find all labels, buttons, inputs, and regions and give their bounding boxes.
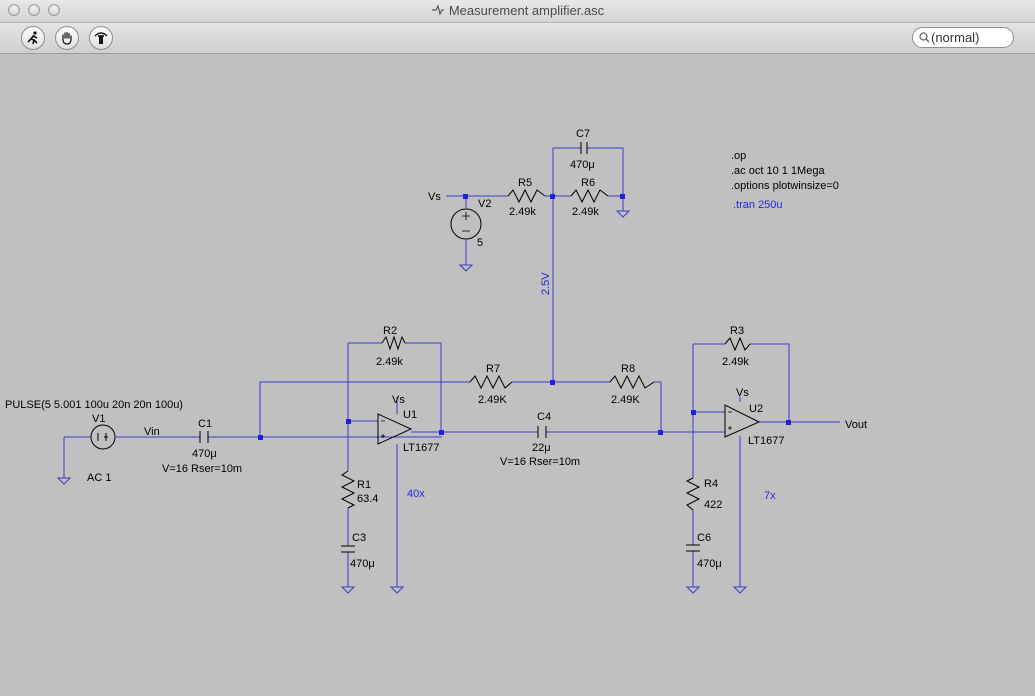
r4-value[interactable]: 422 bbox=[704, 499, 722, 511]
r3-value[interactable]: 2.49k bbox=[722, 356, 749, 368]
ground-r6 bbox=[615, 210, 631, 218]
r1-name[interactable]: R1 bbox=[357, 479, 371, 491]
title-bar: Measurement amplifier.asc bbox=[0, 0, 1035, 23]
net-label-vin[interactable]: Vin bbox=[144, 426, 160, 438]
net-label-vs[interactable]: Vs bbox=[428, 191, 441, 203]
r1-symbol[interactable] bbox=[340, 470, 356, 509]
r5-name[interactable]: R5 bbox=[518, 177, 532, 189]
search-field[interactable]: (normal) bbox=[912, 27, 1014, 48]
schematic-canvas[interactable]: .op .ac oct 10 1 1Mega .options plotwins… bbox=[0, 54, 1035, 691]
c7-value[interactable]: 470μ bbox=[570, 159, 595, 171]
r8-symbol[interactable] bbox=[609, 374, 655, 390]
r2-name[interactable]: R2 bbox=[383, 325, 397, 337]
r7-symbol[interactable] bbox=[469, 374, 513, 390]
ground-u2 bbox=[732, 586, 748, 594]
v1-ac-value[interactable]: AC 1 bbox=[87, 472, 111, 484]
u2-symbol[interactable] bbox=[724, 404, 761, 438]
r6-symbol[interactable] bbox=[570, 188, 609, 204]
ground-c3 bbox=[340, 586, 356, 594]
components bbox=[90, 142, 761, 553]
u1-name[interactable]: U1 bbox=[403, 409, 417, 421]
c6-symbol[interactable] bbox=[686, 544, 700, 552]
r6-name[interactable]: R6 bbox=[581, 177, 595, 189]
gain-stage1[interactable]: 40x bbox=[407, 488, 425, 500]
v1-pulse-value[interactable]: PULSE(5 5.001 100u 20n 20n 100u) bbox=[5, 399, 183, 411]
c6-name[interactable]: C6 bbox=[697, 532, 711, 544]
hand-icon bbox=[62, 31, 72, 45]
junction-nodes bbox=[258, 194, 791, 440]
u1-supply-label: Vs bbox=[392, 394, 405, 406]
r2-symbol[interactable] bbox=[381, 335, 406, 351]
u2-name[interactable]: U2 bbox=[749, 403, 763, 415]
c7-symbol[interactable] bbox=[580, 142, 588, 154]
gain-stage2[interactable]: 7x bbox=[764, 490, 776, 502]
c3-value[interactable]: 470μ bbox=[350, 558, 375, 570]
minimize-window-button[interactable] bbox=[28, 4, 40, 16]
r6-value[interactable]: 2.49k bbox=[572, 206, 599, 218]
v1-name[interactable]: V1 bbox=[92, 413, 105, 425]
opamp-pin-marks bbox=[381, 212, 732, 438]
run-simulation-button[interactable] bbox=[21, 26, 45, 50]
directive-op[interactable]: .op bbox=[731, 150, 746, 162]
c3-name[interactable]: C3 bbox=[352, 532, 366, 544]
u1-part[interactable]: LT1677 bbox=[403, 442, 440, 454]
wires bbox=[63, 147, 840, 587]
r4-symbol[interactable] bbox=[685, 477, 701, 511]
v1-symbol[interactable] bbox=[90, 424, 116, 450]
c1-value[interactable]: 470μ bbox=[192, 448, 217, 460]
r5-symbol[interactable] bbox=[507, 188, 546, 204]
u1-symbol[interactable] bbox=[377, 413, 413, 445]
r7-value[interactable]: 2.49K bbox=[478, 394, 507, 406]
r3-symbol[interactable] bbox=[724, 336, 751, 352]
c4-symbol[interactable] bbox=[537, 426, 547, 438]
u2-part[interactable]: LT1677 bbox=[748, 435, 785, 447]
c3-symbol[interactable] bbox=[341, 545, 355, 553]
halt-button[interactable] bbox=[55, 26, 79, 50]
r1-value[interactable]: 63.4 bbox=[357, 493, 378, 505]
close-window-button[interactable] bbox=[8, 4, 20, 16]
c6-value[interactable]: 470μ bbox=[697, 558, 722, 570]
run-icon bbox=[27, 31, 38, 45]
r2-value[interactable]: 2.49k bbox=[376, 356, 403, 368]
r7-name[interactable]: R7 bbox=[486, 363, 500, 375]
c4-params[interactable]: V=16 Rser=10m bbox=[500, 456, 580, 468]
r3-name[interactable]: R3 bbox=[730, 325, 744, 337]
u2-supply-label: Vs bbox=[736, 387, 749, 399]
c4-value[interactable]: 22μ bbox=[532, 442, 551, 454]
c1-symbol[interactable] bbox=[199, 431, 209, 443]
ground-u1 bbox=[389, 586, 405, 594]
probe-icon bbox=[94, 32, 108, 44]
toolbar: (normal) bbox=[0, 23, 1035, 54]
c1-params[interactable]: V=16 Rser=10m bbox=[162, 463, 242, 475]
window-title-area: Measurement amplifier.asc bbox=[0, 3, 1035, 18]
schematic-document-icon bbox=[431, 4, 444, 16]
c1-name[interactable]: C1 bbox=[198, 418, 212, 430]
grounds bbox=[56, 210, 748, 594]
search-icon bbox=[919, 32, 930, 43]
ground-c6 bbox=[685, 586, 701, 594]
v2-name[interactable]: V2 bbox=[478, 198, 491, 210]
directive-ac[interactable]: .ac oct 10 1 1Mega bbox=[731, 165, 825, 177]
probe-button[interactable] bbox=[89, 26, 113, 50]
net-label-2v5[interactable]: 2.5V bbox=[540, 272, 552, 295]
net-label-vout[interactable]: Vout bbox=[845, 419, 867, 431]
v2-value[interactable]: 5 bbox=[477, 237, 483, 249]
ground-v2 bbox=[458, 264, 474, 272]
r5-value[interactable]: 2.49k bbox=[509, 206, 536, 218]
c4-name[interactable]: C4 bbox=[537, 411, 551, 423]
c7-name[interactable]: C7 bbox=[576, 128, 590, 140]
r8-name[interactable]: R8 bbox=[621, 363, 635, 375]
search-value: (normal) bbox=[931, 30, 980, 45]
zoom-window-button[interactable] bbox=[48, 4, 60, 16]
ground-v1 bbox=[56, 477, 72, 485]
directive-tran[interactable]: .tran 250u bbox=[733, 199, 783, 211]
r8-value[interactable]: 2.49K bbox=[611, 394, 640, 406]
window-title: Measurement amplifier.asc bbox=[448, 3, 605, 18]
v2-symbol[interactable] bbox=[450, 208, 482, 240]
schematic[interactable]: .op .ac oct 10 1 1Mega .options plotwins… bbox=[0, 54, 1035, 691]
r4-name[interactable]: R4 bbox=[704, 478, 718, 490]
directive-options[interactable]: .options plotwinsize=0 bbox=[731, 180, 839, 192]
